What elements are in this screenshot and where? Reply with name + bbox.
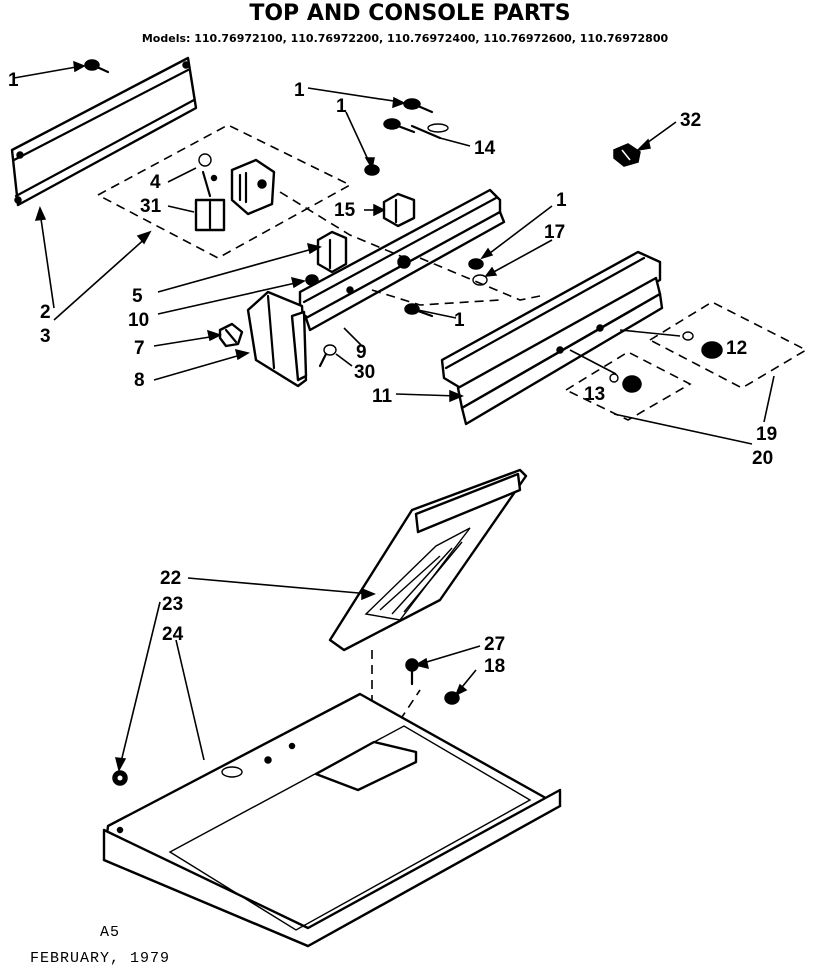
callout-30: 30 <box>354 362 375 383</box>
knob-7 <box>218 322 244 348</box>
top-panel-24 <box>102 692 562 948</box>
control-housing-8 <box>246 290 308 388</box>
callout-15: 15 <box>334 200 356 221</box>
screw-14 <box>410 123 449 140</box>
callout-14: 14 <box>474 138 496 159</box>
clip-4 <box>198 153 218 198</box>
screw-1c <box>383 118 416 134</box>
control-bracket <box>298 188 506 332</box>
diagram-title: TOP AND CONSOLE PARTS <box>249 1 570 26</box>
callout-2: 2 <box>40 302 51 323</box>
callout-22: 22 <box>160 568 181 589</box>
screw-30 <box>318 344 337 368</box>
callout-1: 1 <box>294 80 305 101</box>
screw-27 <box>405 658 419 686</box>
clip-17 <box>468 258 488 286</box>
callout-20: 20 <box>752 448 773 469</box>
switch-5 <box>316 230 348 274</box>
callout-27: 27 <box>484 634 505 655</box>
callout-5: 5 <box>132 286 143 307</box>
callout-1: 1 <box>8 70 19 91</box>
callout-18: 18 <box>484 656 505 677</box>
screw-1e <box>404 303 434 318</box>
callout-1: 1 <box>454 310 465 331</box>
knob-13 <box>609 373 642 393</box>
callout-31: 31 <box>140 196 162 217</box>
lint-filter-22 <box>328 468 528 652</box>
model-numbers: Models: 110.76972100, 110.76972200, 110.… <box>142 32 669 45</box>
callout-8: 8 <box>134 370 145 391</box>
callout-13: 13 <box>584 384 605 405</box>
callout-10: 10 <box>128 310 149 331</box>
page-code: A5 <box>100 924 120 941</box>
console-trim-11 <box>440 250 664 426</box>
callout-17: 17 <box>544 222 565 243</box>
screw-10 <box>305 274 319 286</box>
knob-32 <box>613 143 641 167</box>
revision-date: FEBRUARY, 1979 <box>30 950 170 967</box>
screw-1a <box>84 59 110 74</box>
timer-switch <box>230 158 276 216</box>
screw-1b <box>403 98 434 114</box>
callout-3: 3 <box>40 326 51 347</box>
callout-4: 4 <box>150 172 161 193</box>
bumper-23 <box>112 770 128 786</box>
callout-19: 19 <box>756 424 777 445</box>
terminal-block-31 <box>194 198 226 232</box>
callout-32: 32 <box>680 110 701 131</box>
callout-11: 11 <box>372 386 393 407</box>
callout-24: 24 <box>162 624 184 645</box>
callout-1: 1 <box>336 96 347 117</box>
knob-12 <box>682 331 723 359</box>
callout-9: 9 <box>356 342 367 363</box>
callout-1: 1 <box>556 190 567 211</box>
callout-12: 12 <box>726 338 747 359</box>
switch-15 <box>382 192 416 228</box>
callout-7: 7 <box>134 338 145 359</box>
console-back-panel <box>10 56 198 207</box>
callout-23: 23 <box>162 594 183 615</box>
